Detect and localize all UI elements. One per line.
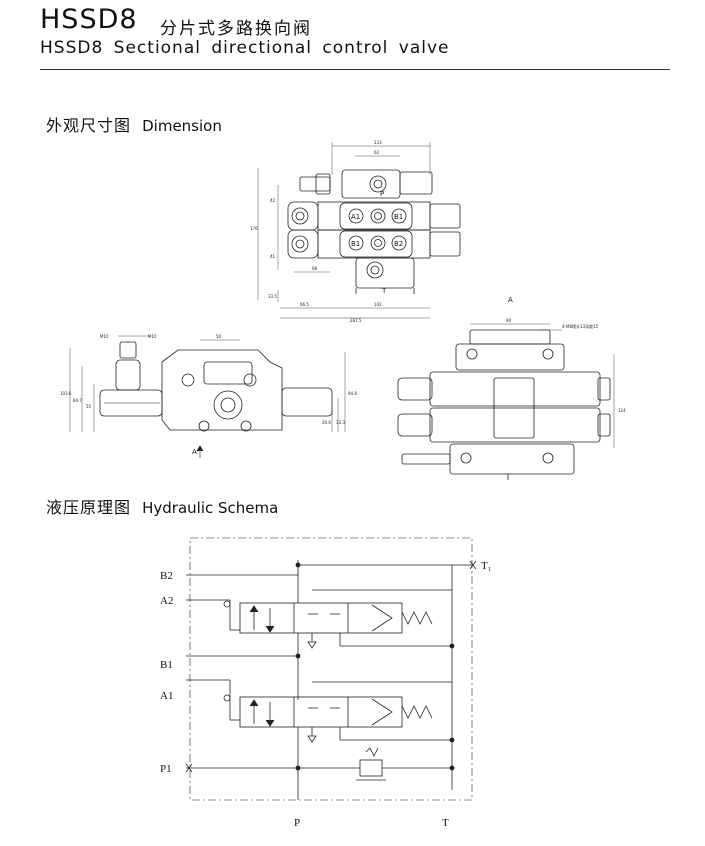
side-dim-84-7: 84.7 xyxy=(73,398,82,403)
side-dim-50: 50 xyxy=(216,334,222,339)
hydraulic-title-en: Hydraulic Schema xyxy=(142,499,279,517)
port-t: T xyxy=(381,287,387,295)
port-b1-top: B1 xyxy=(394,213,403,221)
top-dim-height: 176 xyxy=(250,226,258,231)
end-dim-90: 90 xyxy=(506,318,512,323)
label-t1: T₁ xyxy=(481,560,492,572)
label-p1: P1 xyxy=(160,763,172,775)
end-note: 4-M8埋头13深度15 xyxy=(562,323,599,329)
label-b2: B2 xyxy=(160,570,173,582)
hydraulic-section-title: 液压原理图 Hydraulic Schema xyxy=(46,494,278,518)
top-dim-287-5: 287.5 xyxy=(350,318,362,323)
side-dim-94-8: 94.8 xyxy=(348,391,357,396)
side-dim-103-6: 103.6 xyxy=(60,391,72,396)
side-dim-m10-a: M10 xyxy=(100,334,109,339)
side-dim-33-3: 33.3 xyxy=(336,420,345,425)
side-arrow-label: A xyxy=(192,448,197,456)
dimension-section-title: 外观尺寸图 Dimension xyxy=(46,112,222,136)
top-view-drawing xyxy=(257,142,461,319)
top-dim-66-5: 66.5 xyxy=(300,302,309,307)
label-t: T xyxy=(442,817,449,829)
port-b1: B1 xyxy=(351,240,360,248)
side-dim-20-6: 20.6 xyxy=(322,420,331,425)
label-a1: A1 xyxy=(160,690,173,702)
hydraulic-schema-drawing xyxy=(185,537,477,801)
top-dim-142: 142 xyxy=(374,302,382,307)
title-english: HSSD8 Sectional directional control valv… xyxy=(40,38,450,58)
top-dim-68: 68 xyxy=(312,266,318,271)
title-chinese: 分片式多路换向阀 xyxy=(160,19,312,39)
dimension-title-en: Dimension xyxy=(142,117,222,135)
top-dim-33-5: 33.5 xyxy=(268,294,277,299)
label-p: P xyxy=(294,817,300,829)
header-divider xyxy=(40,69,670,70)
port-a1: A1 xyxy=(351,213,360,221)
label-b1: B1 xyxy=(160,659,173,671)
port-p: P xyxy=(380,190,384,198)
end-view-label: A xyxy=(508,296,513,304)
hydraulic-title-cn: 液压原理图 xyxy=(46,498,132,517)
side-view-drawing xyxy=(69,335,346,458)
side-dim-55: 55 xyxy=(86,404,92,409)
top-dim-41: 41 xyxy=(270,254,276,259)
side-dim-m10-b: M10 xyxy=(148,334,157,339)
top-dim-width: 133 xyxy=(374,140,382,145)
top-dim-inner: 62 xyxy=(374,150,380,155)
model-title: HSSD8 xyxy=(40,4,138,35)
end-view-drawing xyxy=(397,323,615,480)
dimension-title-cn: 外观尺寸图 xyxy=(46,116,132,135)
top-dim-42: 42 xyxy=(270,198,276,203)
label-a2: A2 xyxy=(160,595,173,607)
end-dim-124: 124 xyxy=(618,408,626,413)
port-b2: B2 xyxy=(394,240,403,248)
